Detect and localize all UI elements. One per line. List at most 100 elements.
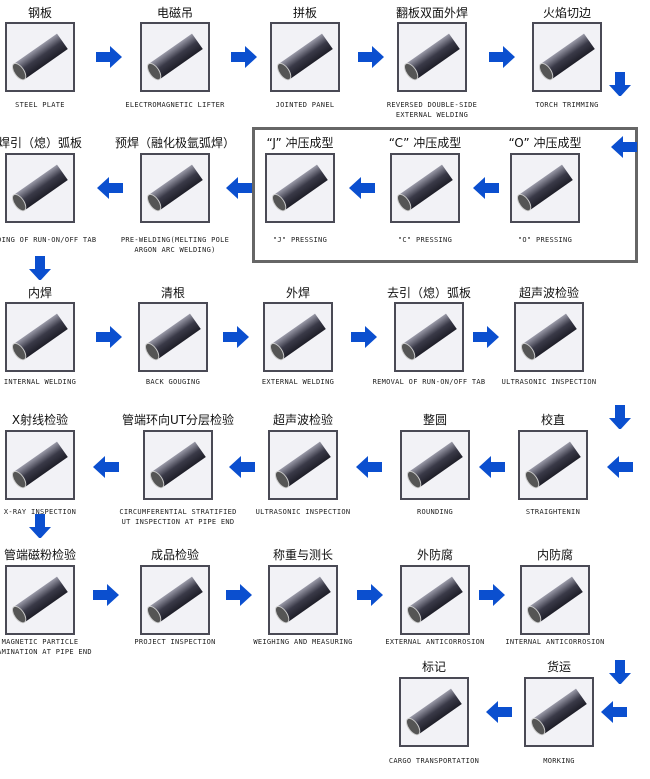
step-title: “J” 冲压成型	[266, 136, 334, 150]
step-title: 拼板	[292, 6, 318, 20]
step-caption: MORKING	[543, 757, 575, 765]
step-title: 去引（熄）弧板	[386, 286, 472, 300]
arrow-right-icon	[230, 45, 258, 69]
step-caption: CARGO TRANSPORTATION	[388, 757, 480, 765]
step-title: 超声波检验	[272, 413, 334, 427]
step-caption: STEEL PLATE	[15, 101, 65, 109]
step-title: 货运	[546, 660, 572, 674]
step-caption: MAGNETIC PARTICLE EXAMINATION AT PIPE EN…	[0, 638, 92, 656]
arrow-left-icon	[606, 455, 634, 479]
step-caption: EXTERNAL WELDING	[261, 378, 335, 386]
step-caption: CIRCUMFERENTIAL STRATIFIED UT INSPECTION…	[119, 508, 237, 526]
pre-welding-icon	[140, 153, 210, 223]
arrow-left-icon	[355, 455, 383, 479]
internal-anticorrosion-icon	[520, 565, 590, 635]
arrow-right-icon	[95, 325, 123, 349]
marking-icon	[524, 677, 594, 747]
step-caption: REMOVAL OF RUN-ON/OFF TAB	[372, 378, 486, 386]
arrow-right-icon	[488, 45, 516, 69]
torch-trimming-icon	[532, 22, 602, 92]
step-caption: EXTERNAL ANTICORROSION	[385, 638, 485, 646]
step-title: 焊引（熄）弧板	[0, 136, 83, 150]
step-title: 电磁吊	[156, 6, 194, 20]
arrow-right-icon	[92, 583, 120, 607]
arrow-right-icon	[356, 583, 384, 607]
step-caption: TORCH TRIMMING	[535, 101, 599, 109]
arrow-left-icon	[96, 176, 124, 200]
arrow-right-icon	[478, 583, 506, 607]
step-caption: PROJECT INSPECTION	[134, 638, 216, 646]
back-gouging-icon	[138, 302, 208, 372]
arrow-right-icon	[350, 325, 378, 349]
step-caption: BACK GOUGING	[145, 378, 201, 386]
step-caption: INTERNAL WELDING	[3, 378, 77, 386]
step-title: 预焊（融化极氩弧焊）	[114, 136, 236, 150]
step-caption: "C" PRESSING	[397, 236, 453, 244]
step-title: 外焊	[285, 286, 311, 300]
arrow-down-icon	[606, 405, 634, 429]
step-title: 整圆	[422, 413, 448, 427]
step-title: 称重与测长	[272, 548, 334, 562]
ultrasonic-icon	[268, 430, 338, 500]
step-title: 成品检验	[150, 548, 200, 562]
step-title: 超声波检验	[518, 286, 580, 300]
arrow-left-icon	[348, 176, 376, 200]
arrow-down-icon	[26, 256, 54, 280]
arrow-right-icon	[95, 45, 123, 69]
arrow-right-icon	[225, 583, 253, 607]
arrow-left-icon	[600, 700, 628, 724]
step-caption: ROUNDING	[416, 508, 454, 516]
step-caption: ULTRASONIC INSPECTION	[255, 508, 351, 516]
x-ray-icon	[5, 430, 75, 500]
arrow-right-icon	[472, 325, 500, 349]
step-caption: ELECTROMAGNETIC LIFTER	[125, 101, 225, 109]
step-title: 管端环向UT分层检验	[121, 413, 235, 427]
jointed-panel-icon	[270, 22, 340, 92]
step-title: 标记	[421, 660, 447, 674]
cargo-icon	[399, 677, 469, 747]
step-title: 火焰切边	[542, 6, 592, 20]
external-anticorrosion-icon	[400, 565, 470, 635]
step-title: 校直	[540, 413, 566, 427]
step-caption: REVERSED DOUBLE-SIDE EXTERNAL WELDING	[386, 101, 478, 119]
reversed-welding-icon	[397, 22, 467, 92]
tab-welding-icon	[5, 153, 75, 223]
arrow-left-icon	[228, 455, 256, 479]
step-caption: ULTRASONIC INSPECTION	[501, 378, 597, 386]
arrow-down-icon	[606, 72, 634, 96]
step-caption: WEIGHING AND MEASURING	[253, 638, 353, 646]
step-caption: WELDING OF RUN-ON/OFF TAB	[0, 236, 97, 244]
step-caption: STRAIGHTENIN	[525, 508, 581, 516]
step-caption: JOINTED PANEL	[275, 101, 335, 109]
step-caption: X-RAY INSPECTION	[3, 508, 77, 516]
tab-removal-icon	[394, 302, 464, 372]
weighing-icon	[268, 565, 338, 635]
electromagnetic-lifter-icon	[140, 22, 210, 92]
pressing-group-frame	[252, 127, 638, 263]
step-caption: "J" PRESSING	[272, 236, 328, 244]
magnetic-particle-icon	[5, 565, 75, 635]
external-welding-icon	[263, 302, 333, 372]
step-title: 钢板	[27, 6, 53, 20]
arrow-right-icon	[222, 325, 250, 349]
steel-plate-icon	[5, 22, 75, 92]
arrow-left-icon	[92, 455, 120, 479]
step-caption: "O" PRESSING	[517, 236, 573, 244]
project-inspection-icon	[140, 565, 210, 635]
rounding-icon	[400, 430, 470, 500]
c-pressing-icon	[390, 153, 460, 223]
step-title: X射线检验	[11, 413, 69, 427]
arrow-down-icon	[26, 514, 54, 538]
ut-inspection-icon	[143, 430, 213, 500]
arrow-left-icon	[472, 176, 500, 200]
step-title: 外防腐	[416, 548, 454, 562]
step-title: 内焊	[27, 286, 53, 300]
arrow-left-icon	[478, 455, 506, 479]
step-title: 管端磁粉检验	[3, 548, 77, 562]
arrow-down-icon	[606, 660, 634, 684]
step-caption: INTERNAL ANTICORROSION	[505, 638, 605, 646]
step-title: 清根	[160, 286, 186, 300]
straightening-icon	[518, 430, 588, 500]
step-caption: PRE-WELDING(MELTING POLE ARGON ARC WELDI…	[120, 236, 230, 254]
arrow-left-icon	[485, 700, 513, 724]
